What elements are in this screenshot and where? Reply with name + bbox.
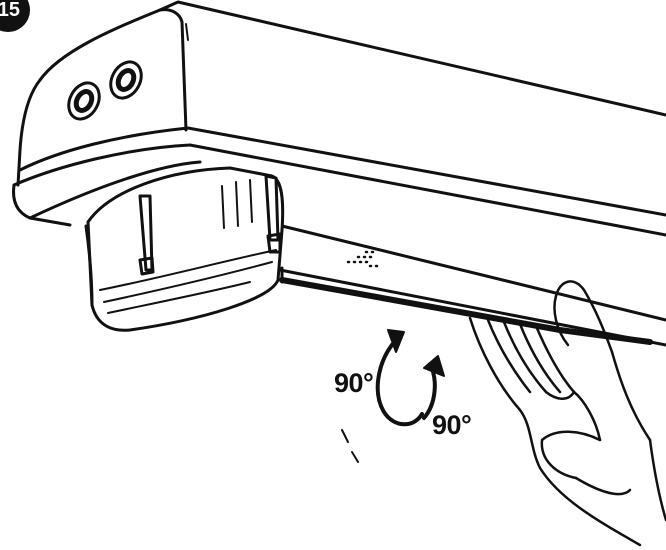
cable-gland-icon: [67, 60, 143, 121]
rotation-angle-label-left: 90°: [334, 368, 374, 398]
luminaire-housing: [12, 0, 666, 237]
rotation-angle-label-right: 90°: [432, 410, 472, 440]
hand-icon: [468, 280, 666, 547]
end-cap-box: [84, 166, 285, 332]
rotate-arrows-icon: [341, 329, 445, 463]
step-number: 15: [0, 0, 20, 21]
